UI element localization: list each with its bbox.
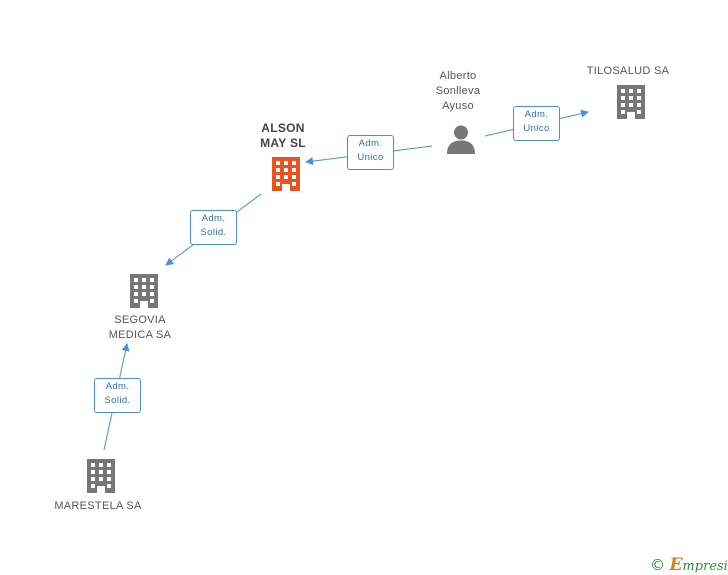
tilosalud-label: TILOSALUD SA [586, 65, 670, 77]
edge-label-person-to-tilosalud[interactable]: Adm. Unico [513, 106, 560, 141]
edge-label-line2: Solid. [200, 227, 227, 238]
copyright-symbol: © [650, 556, 665, 574]
edge-label-line1: Adm. [358, 138, 383, 149]
edge-label-line1: Adm. [201, 213, 226, 224]
edge-label-person-to-alson[interactable]: Adm. Unico [347, 135, 394, 170]
edge-label-line1: Adm. [524, 109, 549, 120]
brand-initial: E [669, 555, 683, 575]
brand-name-rest: mpresia [682, 559, 728, 574]
person-name-line3: Ayuso [442, 100, 474, 112]
empresia-logo[interactable]: © Empresia [650, 555, 728, 575]
segovia-name-line1: SEGOVIA [114, 314, 166, 326]
alson-may-name-line1: ALSON [261, 121, 305, 135]
brand-name: Empresia [669, 555, 728, 575]
segovia-medica-label: SEGOVIA MEDICA SA [100, 313, 180, 343]
building-icon[interactable] [270, 157, 302, 191]
edge-label-line1: Adm. [105, 381, 130, 392]
edge-label-marestela-to-segovia[interactable]: Adm. Solid. [94, 378, 141, 413]
edge-label-alson-to-segovia[interactable]: Adm. Solid. [190, 210, 237, 245]
building-icon[interactable] [128, 274, 160, 308]
person-name-line2: Sonlleva [435, 85, 481, 97]
edge-label-line2: Unico [357, 152, 384, 163]
building-icon[interactable] [615, 85, 647, 119]
marestela-label: MARESTELA SA [54, 500, 142, 512]
person-name-line1: Alberto [439, 70, 477, 82]
segovia-name-line2: MEDICA SA [108, 329, 172, 341]
building-icon[interactable] [85, 459, 117, 493]
alson-may-label: ALSON MAY SL [243, 121, 323, 151]
alson-may-name-line2: MAY SL [260, 136, 306, 150]
edge-label-line2: Unico [523, 123, 550, 134]
edge-label-line2: Solid. [104, 395, 131, 406]
person-label: Alberto Sonlleva Ayuso [418, 69, 498, 114]
person-icon[interactable] [446, 124, 476, 154]
